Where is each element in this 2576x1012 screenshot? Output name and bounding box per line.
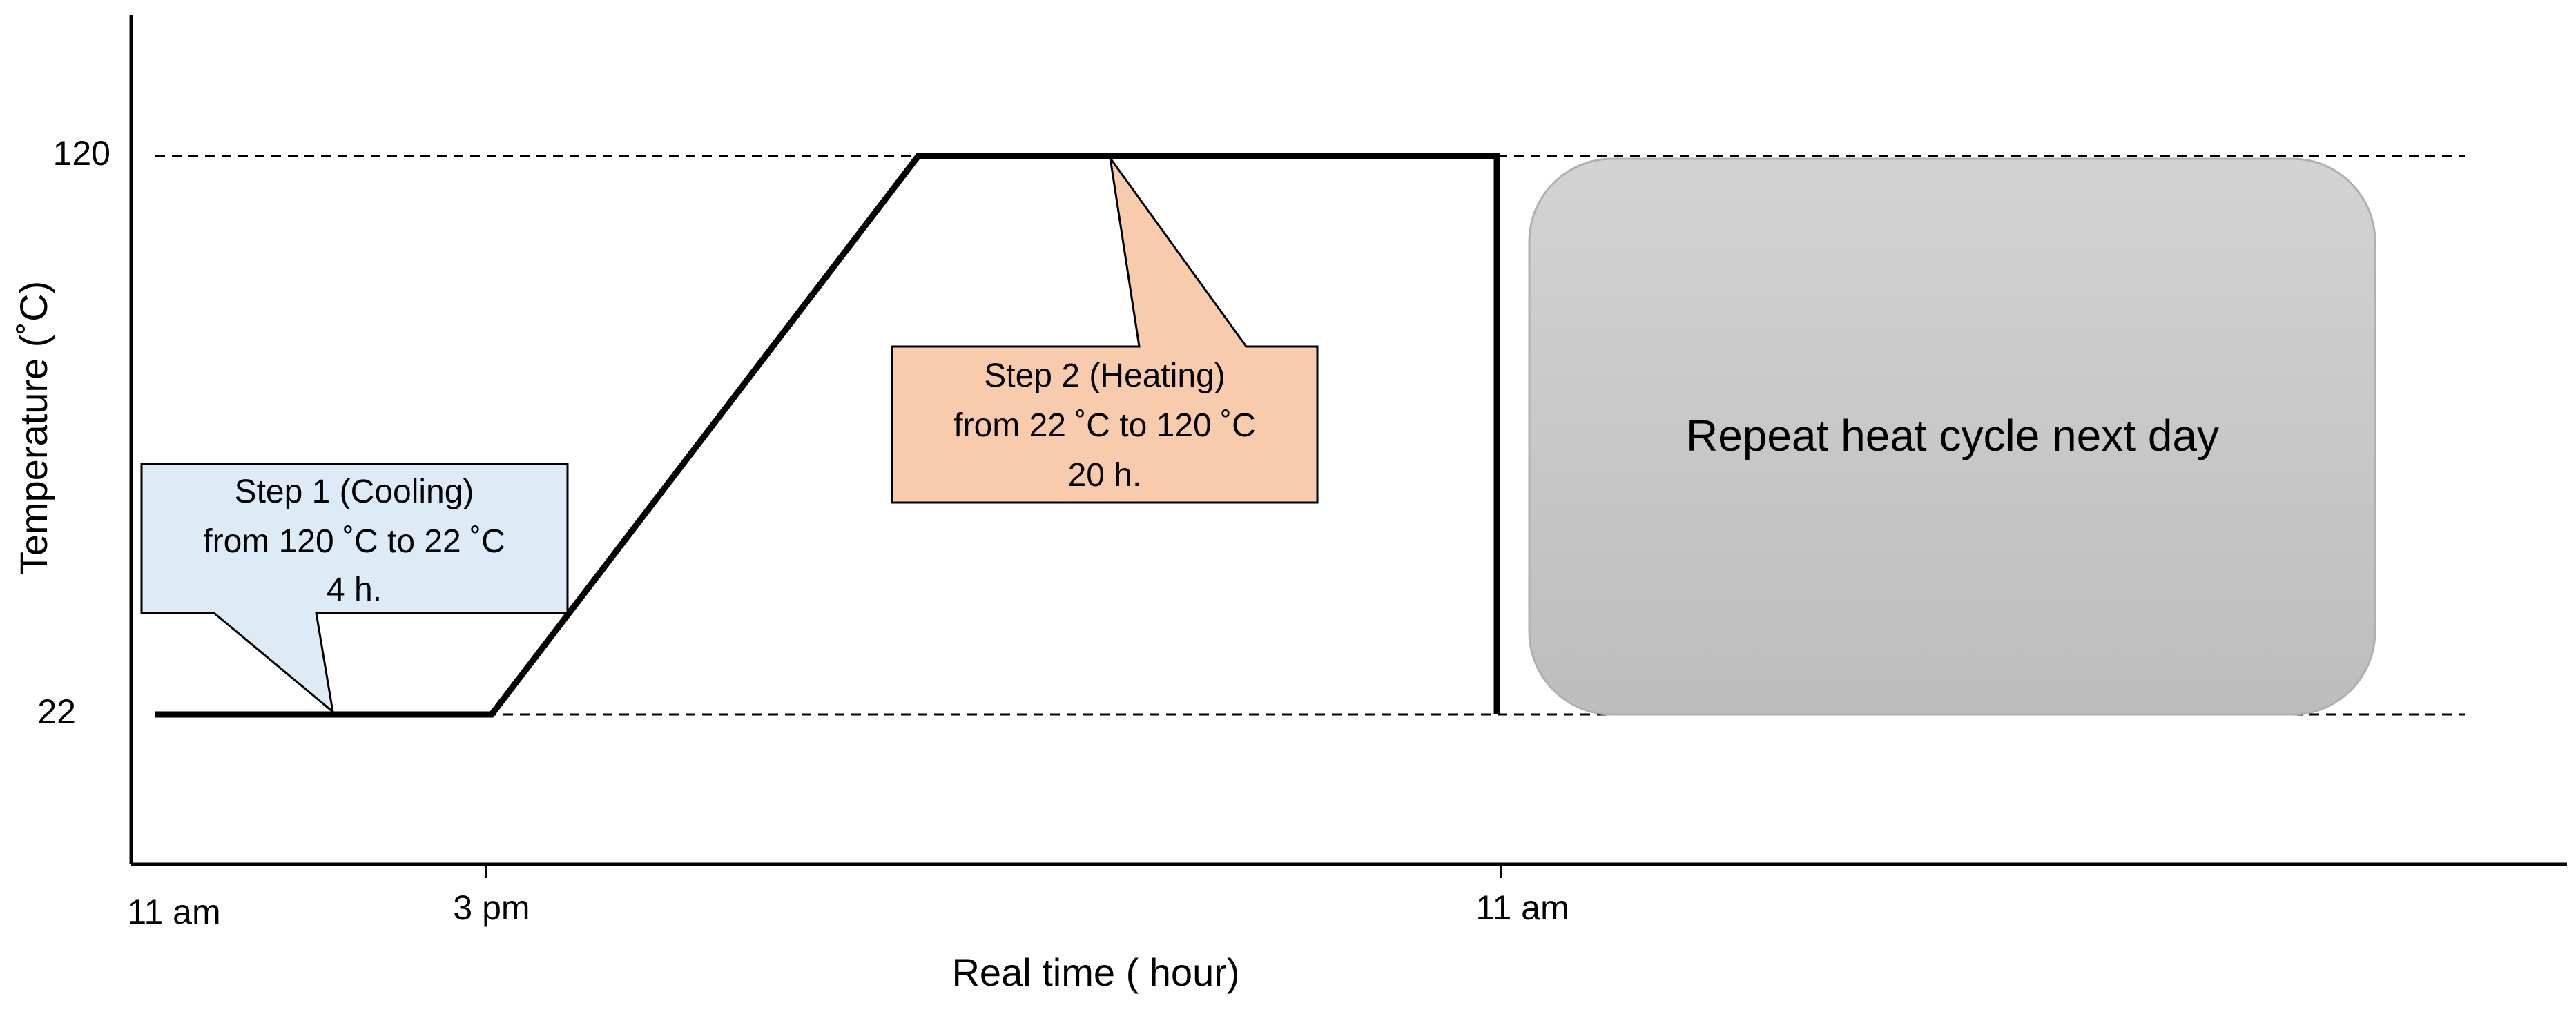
x-tick-label-11am-next: 11 am <box>1475 888 1569 927</box>
temperature-profile-line <box>155 153 1500 718</box>
step2-callout-line2: from 22 ˚C to 120 ˚C <box>953 407 1255 444</box>
step2-callout-box <box>891 157 1319 504</box>
x-axis-label: Real time ( hour) <box>951 951 1239 994</box>
y-axis-label: Temperature (˚C) <box>12 281 55 575</box>
y-tick-label-120: 120 <box>53 134 110 173</box>
repeat-cycle-box <box>1528 157 2376 716</box>
step1-callout-box <box>140 463 569 714</box>
repeat-cycle-text: Repeat heat cycle next day <box>1686 411 2219 460</box>
step1-callout-line1: Step 1 (Cooling) <box>235 474 474 510</box>
x-tick-label-11am: 11 am <box>127 893 220 931</box>
step1-callout-line2: from 120 ˚C to 22 ˚C <box>203 523 505 560</box>
y-tick-label-22: 22 <box>37 692 76 731</box>
step2-callout-line1: Step 2 (Heating) <box>984 358 1226 394</box>
step1-callout-line3: 4 h. <box>327 572 382 608</box>
step2-callout-line3: 20 h. <box>1068 457 1142 494</box>
x-tick-label-3pm: 3 pm <box>453 888 530 927</box>
